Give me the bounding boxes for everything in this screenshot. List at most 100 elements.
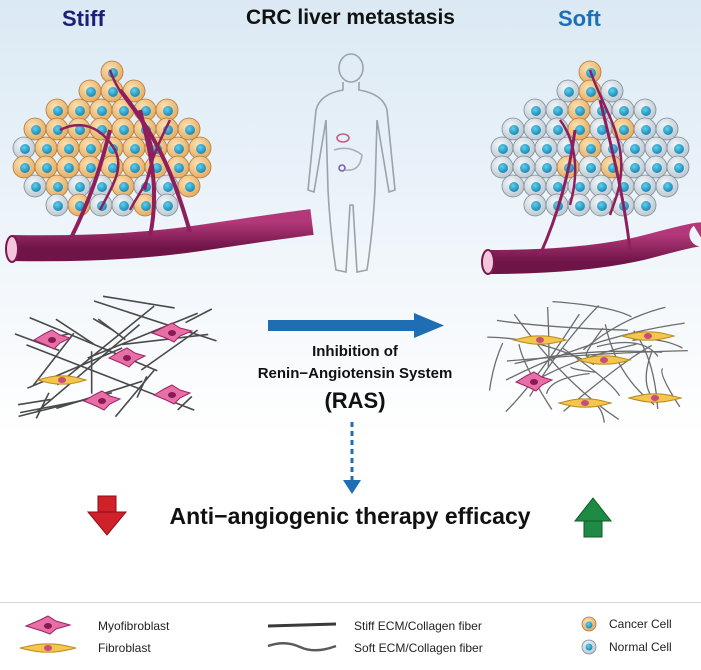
legend-cancer-cell-icon — [581, 616, 597, 632]
cancer-cell — [155, 117, 179, 141]
fibroblast-cell — [576, 355, 632, 365]
collagen-fiber — [56, 305, 155, 386]
collagen-fiber — [488, 342, 504, 391]
normal-cell — [45, 193, 69, 217]
normal-cell — [490, 155, 514, 179]
cancer-cell — [122, 155, 146, 179]
cancer-cell — [177, 174, 201, 198]
legend-fibroblast-icon — [19, 643, 77, 653]
collagen-fiber — [114, 368, 156, 418]
legend-soft-ecm-icon — [267, 642, 337, 652]
myofibroblast-cell — [514, 371, 554, 392]
cancer-cell — [12, 155, 36, 179]
vessel-branch — [143, 119, 172, 191]
cancer-cell — [600, 155, 624, 179]
fibroblast-cell — [36, 375, 88, 385]
myofibroblast-cell — [107, 347, 147, 368]
normal-cell — [89, 193, 113, 217]
normal-cell — [655, 174, 679, 198]
normal-cell — [523, 193, 547, 217]
collagen-fiber — [545, 372, 590, 395]
normal-cell — [644, 155, 668, 179]
collagen-fiber — [97, 318, 126, 341]
normal-cell — [589, 174, 613, 198]
normal-cell — [567, 193, 591, 217]
stiff-tumor — [12, 60, 212, 217]
ras-label-line2: Renin−Angiotensin System — [257, 365, 453, 382]
stiff-side-cells — [32, 322, 194, 411]
collagen-fiber — [552, 300, 632, 318]
soft-side-cells — [512, 331, 683, 408]
normal-cell — [501, 174, 525, 198]
normal-cell — [633, 193, 657, 217]
normal-cell — [622, 155, 646, 179]
ras-label-line3: (RAS) — [324, 388, 386, 413]
cancer-cell — [567, 117, 591, 141]
normal-cell — [155, 193, 179, 217]
collagen-fiber — [505, 313, 580, 413]
normal-cell — [633, 98, 657, 122]
fibroblast-cell — [557, 398, 613, 408]
cancer-cell — [177, 117, 201, 141]
normal-cell — [512, 155, 536, 179]
stiff-ecm-network — [14, 295, 217, 419]
legend-stiff-ecm-icon — [267, 622, 337, 628]
increase-arrow-icon — [573, 497, 613, 538]
cancer-cell — [34, 155, 58, 179]
cancer-cell — [188, 155, 212, 179]
myofibroblast-cell — [32, 329, 72, 350]
soft-tumor — [490, 60, 690, 217]
normal-cell — [556, 79, 580, 103]
efficacy-label: Anti−angiogenic therapy efficacy — [169, 503, 531, 529]
collagen-fiber — [55, 318, 95, 345]
cancer-cell — [78, 155, 102, 179]
legend-myofibroblast-icon — [24, 615, 72, 635]
collagen-fiber — [185, 308, 213, 324]
cancer-cell — [122, 79, 146, 103]
stiff-blood-vessel — [5, 88, 314, 263]
collagen-fiber — [93, 300, 217, 342]
collagen-fiber — [121, 333, 209, 346]
cancer-cell — [100, 155, 124, 179]
normal-cell — [523, 98, 547, 122]
collagen-fiber — [514, 350, 663, 365]
collagen-fiber — [35, 392, 50, 419]
human-body-outline — [307, 53, 396, 273]
cancer-cell — [89, 117, 113, 141]
normal-cell — [666, 155, 690, 179]
normal-cell — [633, 117, 657, 141]
legend-soft-ecm-label: Soft ECM/Collagen fiber — [354, 641, 483, 655]
legend-normal-cell-label: Normal Cell — [609, 640, 672, 654]
normal-cell — [589, 193, 613, 217]
normal-cell — [644, 136, 668, 160]
vessel-branch — [558, 119, 577, 206]
cancer-cell — [45, 117, 69, 141]
collagen-fiber — [506, 349, 688, 362]
myofibroblast-cell — [152, 384, 192, 405]
vessel-branch — [588, 69, 623, 216]
myofibroblast-cell — [150, 322, 194, 343]
cancer-cell — [111, 117, 135, 141]
normal-cell — [67, 174, 91, 198]
fibroblast-cell — [512, 335, 568, 345]
collagen-fiber — [32, 332, 75, 387]
collagen-fiber — [496, 319, 628, 331]
cancer-cell — [89, 98, 113, 122]
normal-cell — [501, 117, 525, 141]
normal-cell — [622, 136, 646, 160]
collagen-fiber — [585, 327, 604, 357]
cancer-cell — [56, 155, 80, 179]
ras-label-line1: Inhibition of — [312, 343, 398, 360]
normal-cell — [12, 136, 36, 160]
stiff-label: Stiff — [62, 6, 105, 31]
dashed-down-arrow — [343, 422, 361, 494]
normal-cell — [523, 117, 547, 141]
cancer-cell — [78, 79, 102, 103]
normal-cell — [655, 117, 679, 141]
collagen-fiber — [36, 323, 141, 413]
collagen-fiber — [582, 306, 666, 351]
legend-myofibroblast-label: Myofibroblast — [98, 619, 170, 633]
legend-stiff-ecm-label: Stiff ECM/Collagen fiber — [354, 619, 482, 633]
legend-normal-cell-icon — [581, 639, 597, 655]
